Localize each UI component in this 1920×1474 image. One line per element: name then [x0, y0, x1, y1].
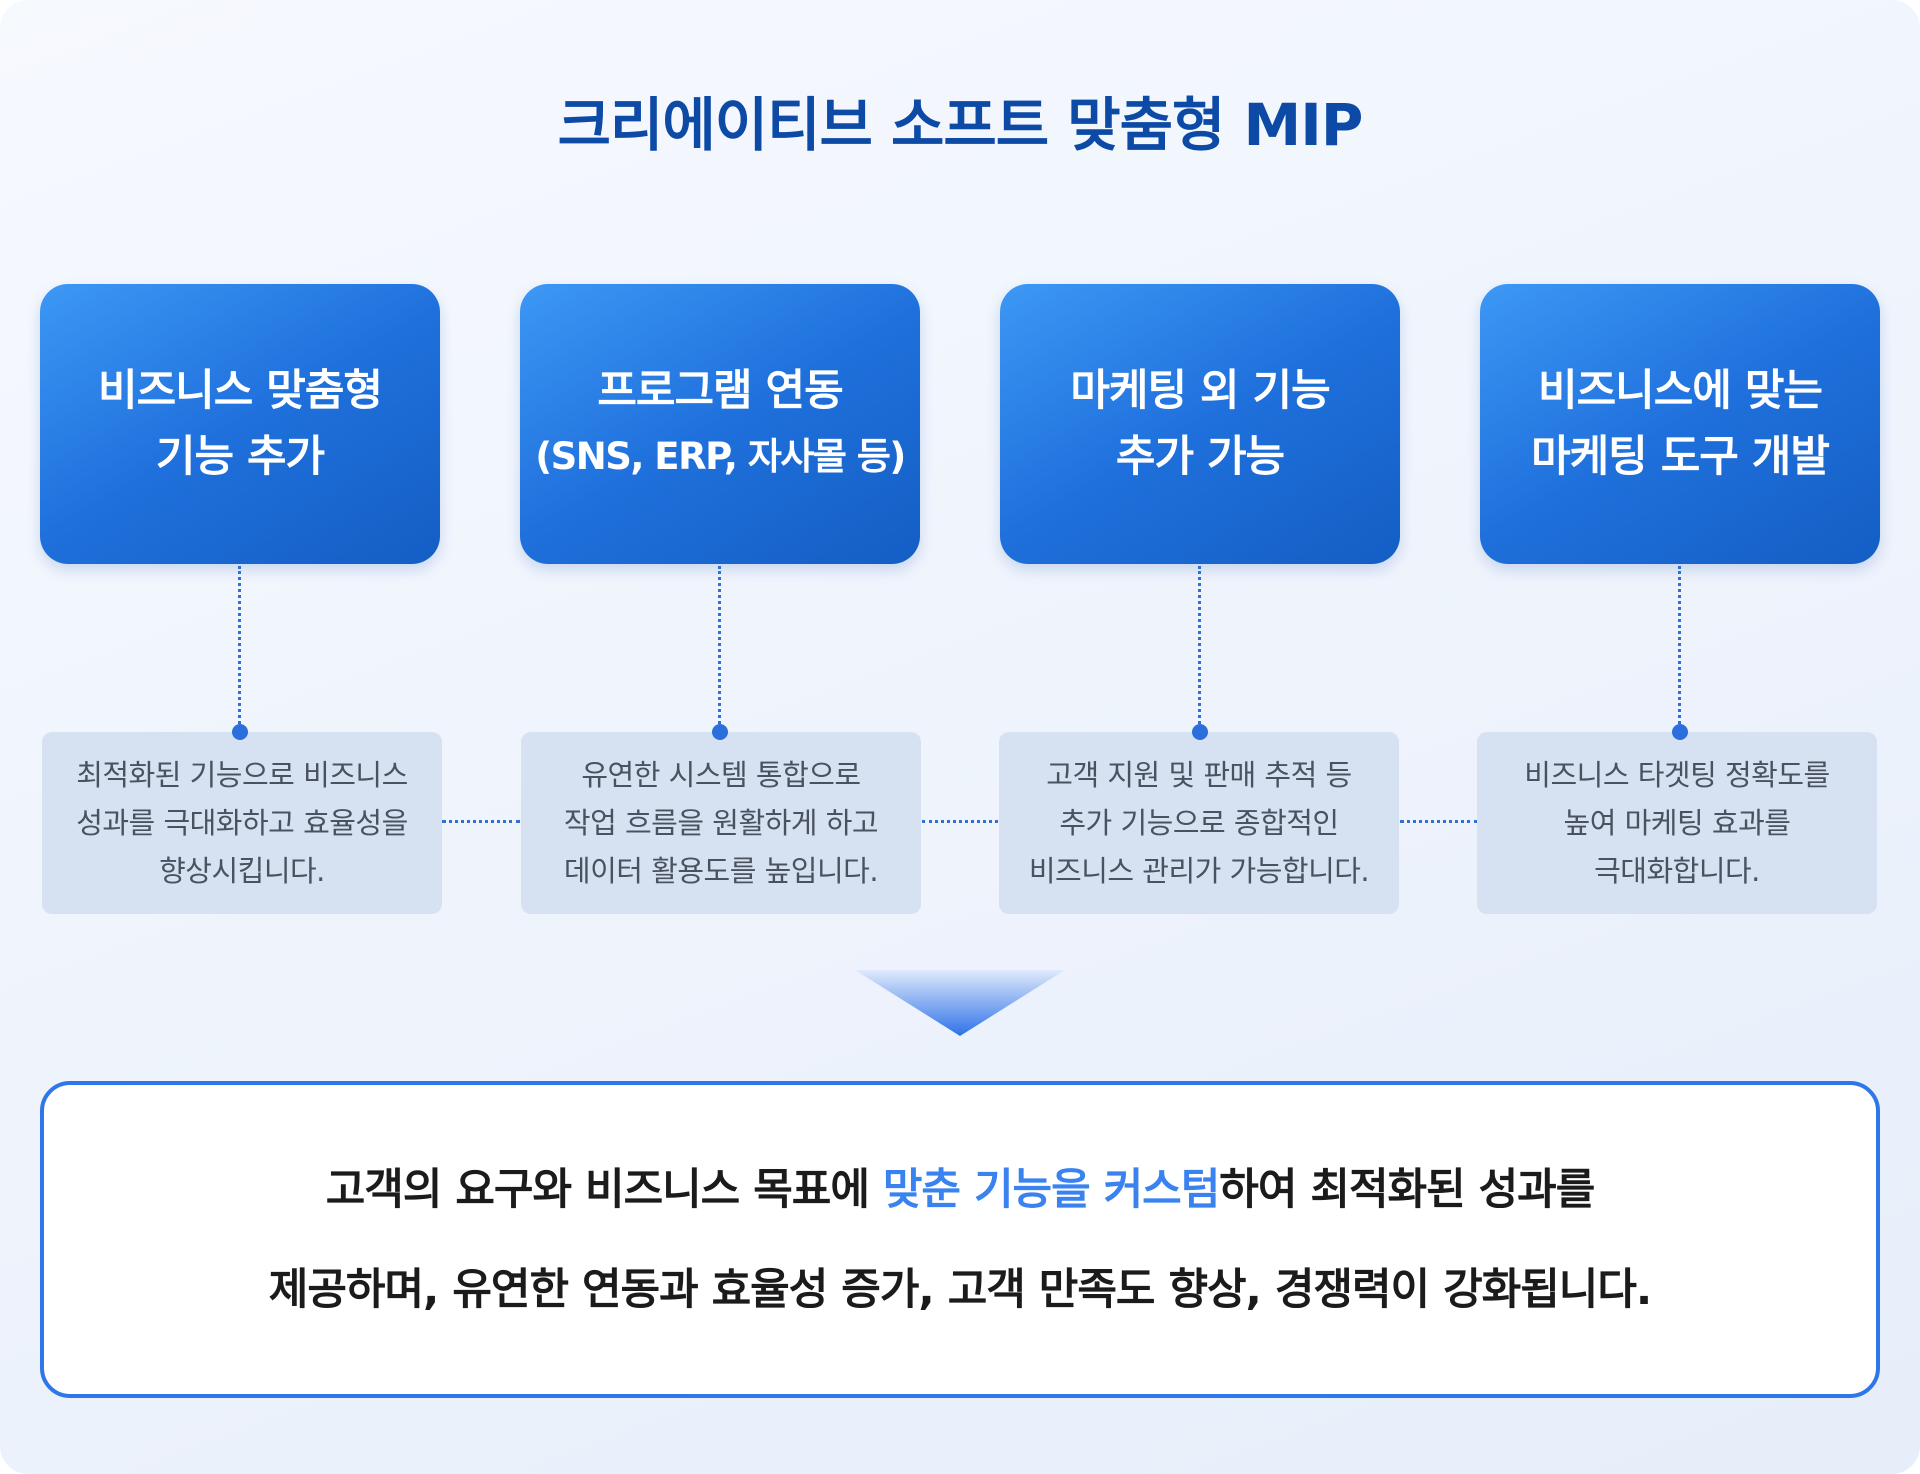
down-arrow-icon	[855, 970, 1065, 1036]
horizontal-connector	[1400, 820, 1478, 823]
summary-line-1: 고객의 요구와 비즈니스 목표에 맞춘 기능을 커스텀하여 최적화된 성과를	[325, 1140, 1596, 1240]
summary-line-2: 제공하며, 유연한 연동과 효율성 증가, 고객 만족도 향상, 경쟁력이 강화…	[268, 1264, 1652, 1315]
desc-line: 추가 기능으로 종합적인	[1059, 806, 1339, 840]
feature-card-line: 비즈니스에 맞는	[1538, 366, 1823, 416]
desc-line: 극대화합니다.	[1594, 854, 1760, 888]
feature-card-line: 마케팅 도구 개발	[1531, 432, 1830, 482]
horizontal-connector	[442, 820, 520, 823]
feature-card-line: 기능 추가	[155, 432, 325, 482]
connector-dot	[1672, 724, 1688, 740]
desc-card-custom-business: 최적화된 기능으로 비즈니스 성과를 극대화하고 효율성을 향상시킵니다.	[42, 732, 442, 914]
feature-card-line: (SNS, ERP, 자사몰 등)	[535, 435, 906, 478]
desc-card-marketing-tools: 비즈니스 타겟팅 정확도를 높여 마케팅 효과를 극대화합니다.	[1477, 732, 1877, 914]
summary-box: 고객의 요구와 비즈니스 목표에 맞춘 기능을 커스텀하여 최적화된 성과를 제…	[40, 1081, 1880, 1398]
desc-line: 최적화된 기능으로 비즈니스	[76, 758, 408, 792]
desc-card-extra-functions: 고객 지원 및 판매 추적 등 추가 기능으로 종합적인 비즈니스 관리가 가능…	[999, 732, 1399, 914]
feature-card-extra-functions: 마케팅 외 기능 추가 가능	[1000, 284, 1400, 564]
desc-line: 유연한 시스템 통합으로	[581, 758, 861, 792]
feature-card-line: 프로그램 연동	[597, 366, 843, 416]
vertical-connector	[1678, 566, 1681, 730]
feature-card-program-integration: 프로그램 연동 (SNS, ERP, 자사몰 등)	[520, 284, 920, 564]
connector-dot	[1192, 724, 1208, 740]
desc-line: 비즈니스 관리가 가능합니다.	[1028, 854, 1370, 888]
desc-line: 높여 마케팅 효과를	[1563, 806, 1791, 840]
desc-line: 성과를 극대화하고 효율성을	[76, 806, 408, 840]
desc-line: 향상시킵니다.	[159, 854, 325, 888]
connector-dot	[232, 724, 248, 740]
vertical-connector	[238, 566, 241, 730]
feature-card-line: 비즈니스 맞춤형	[98, 366, 383, 416]
connector-dot	[712, 724, 728, 740]
desc-line: 작업 흐름을 원활하게 하고	[563, 806, 879, 840]
desc-card-program-integration: 유연한 시스템 통합으로 작업 흐름을 원활하게 하고 데이터 활용도를 높입니…	[521, 732, 921, 914]
summary-highlight: 맞춘 기능을 커스텀	[882, 1164, 1220, 1215]
desc-line: 고객 지원 및 판매 추적 등	[1046, 758, 1352, 792]
summary-text: 고객의 요구와 비즈니스 목표에	[325, 1164, 883, 1215]
feature-card-line: 추가 가능	[1115, 432, 1285, 482]
desc-line: 데이터 활용도를 높입니다.	[563, 854, 879, 888]
page-title: 크리에이티브 소프트 맞춤형 MIP	[557, 91, 1364, 159]
feature-card-line: 마케팅 외 기능	[1070, 366, 1330, 416]
vertical-connector	[1198, 566, 1201, 730]
feature-card-custom-business: 비즈니스 맞춤형 기능 추가	[40, 284, 440, 564]
horizontal-connector	[922, 820, 998, 823]
summary-text: 하여 최적화된 성과를	[1219, 1164, 1595, 1215]
feature-card-marketing-tools: 비즈니스에 맞는 마케팅 도구 개발	[1480, 284, 1880, 564]
desc-line: 비즈니스 타겟팅 정확도를	[1524, 758, 1830, 792]
vertical-connector	[718, 566, 721, 730]
